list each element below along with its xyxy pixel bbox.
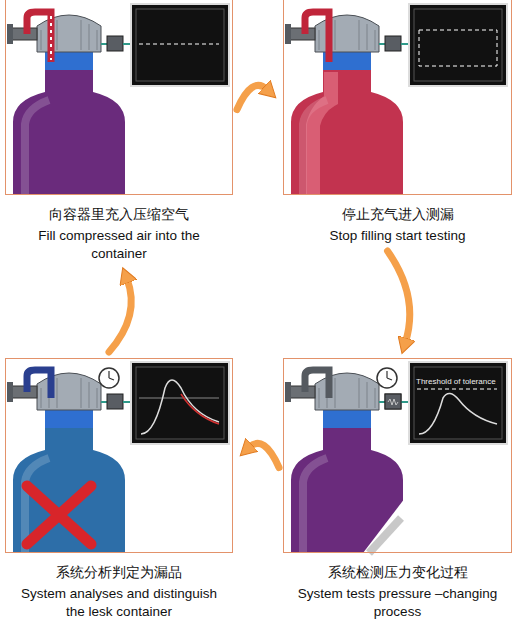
step-caption: 向容器里充入压缩空气 Fill compressed air into the c… xyxy=(5,195,233,263)
step-panel: 系统分析判定为漏品 System analyses and distinguish… xyxy=(5,358,233,621)
measuring-bottle xyxy=(285,362,507,553)
filling-bottle xyxy=(7,4,229,195)
caption-english: System analyses and distinguish the lesk… xyxy=(19,585,219,621)
drawing-part xyxy=(417,389,497,390)
testing-bottle xyxy=(285,4,507,195)
drawing-part xyxy=(7,362,229,553)
step-caption: 系统分析判定为漏品 System analyses and distinguish… xyxy=(5,553,233,621)
step-panel: 系统检测压力变化过程 System tests pressure –changin… xyxy=(283,358,512,621)
caption-english: System tests pressure –changing process xyxy=(298,585,498,621)
panel-frame xyxy=(283,0,512,195)
step-panel: 停止充气进入测漏 Stop filling start testing xyxy=(283,0,512,245)
caption-chinese: 停止充气进入测漏 xyxy=(283,204,512,224)
caption-english: Fill compressed air into the container xyxy=(19,227,219,263)
drawing-part xyxy=(7,4,229,195)
cycle-arrow xyxy=(237,85,267,109)
step-panel: 向容器里充入压缩空气 Fill compressed air into the c… xyxy=(5,0,233,263)
drawing-part xyxy=(385,394,401,409)
drawing-part xyxy=(139,398,219,399)
reject-cross xyxy=(27,486,91,544)
screen-label: Threshold of tolerance xyxy=(416,377,496,386)
drawing-part xyxy=(388,399,398,405)
panel-frame xyxy=(283,358,512,553)
leaking-bottle xyxy=(7,362,229,553)
drawing-part xyxy=(141,380,219,434)
drawing-part xyxy=(419,30,497,66)
caption-chinese: 系统检测压力变化过程 xyxy=(283,562,512,582)
drawing-part xyxy=(313,72,331,195)
drawing-part xyxy=(377,368,397,388)
drawing-part xyxy=(27,12,51,62)
drawing-part xyxy=(181,394,219,424)
drawing-part xyxy=(305,12,329,62)
cycle-arrow xyxy=(249,443,279,467)
cycle-arrow xyxy=(388,251,410,342)
drawing-part xyxy=(99,368,119,388)
drawing-part xyxy=(305,370,329,398)
drawing-part xyxy=(139,44,219,45)
step-caption: 停止充气进入测漏 Stop filling start testing xyxy=(283,195,512,245)
panel-frame xyxy=(5,0,233,195)
cycle-arrow xyxy=(109,279,131,352)
caption-english: Stop filling start testing xyxy=(298,227,498,245)
drawing-part xyxy=(27,370,51,398)
caption-chinese: 向容器里充入压缩空气 xyxy=(5,204,233,224)
panel-frame xyxy=(5,358,233,553)
drawing-part xyxy=(50,16,52,60)
drawing-part xyxy=(285,4,507,195)
drawing-part xyxy=(369,518,401,553)
drawing-part xyxy=(363,498,405,553)
drawing-part xyxy=(419,393,497,434)
step-caption: 系统检测压力变化过程 System tests pressure –changin… xyxy=(283,553,512,621)
caption-chinese: 系统分析判定为漏品 xyxy=(5,562,233,582)
drawing-part xyxy=(285,362,507,553)
